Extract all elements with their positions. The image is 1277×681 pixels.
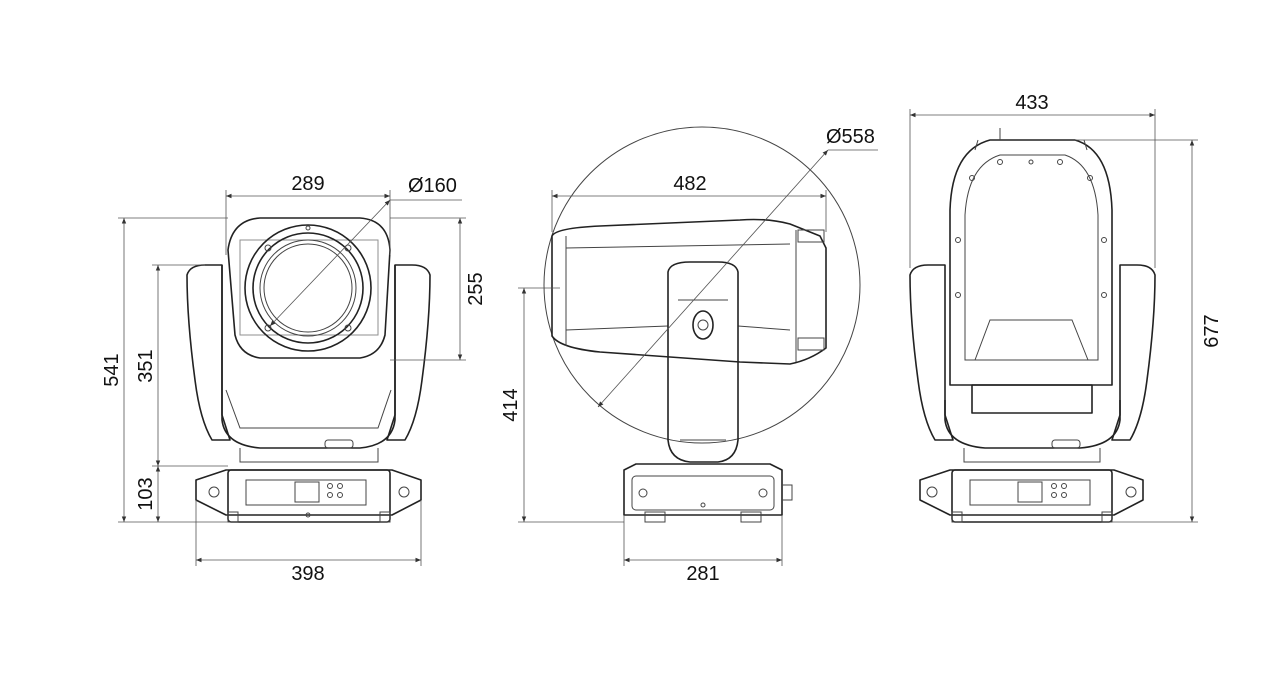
side-yoke-arm [667, 261, 739, 463]
side-pivot-height-label: 414 [500, 388, 522, 421]
front-base-width-label: 398 [291, 563, 324, 585]
front-base-height-label: 103 [135, 477, 157, 510]
side-head [551, 218, 827, 365]
rear-view: 433 677 [909, 92, 1223, 523]
front-view: 289 Ø160 255 541 351 103 398 [101, 173, 487, 585]
front-dimensions [118, 190, 466, 566]
rear-yoke [909, 264, 1156, 463]
side-swing-circle [543, 126, 861, 444]
front-head [227, 217, 391, 359]
rear-vent-grill [971, 384, 1093, 414]
rear-dimensions [909, 109, 1198, 523]
rear-width-label: 433 [1015, 92, 1048, 114]
front-head-height-label: 255 [465, 272, 487, 305]
side-base-depth-label: 281 [686, 563, 719, 585]
side-view: 482 Ø558 414 281 [500, 126, 878, 585]
side-swing-diameter-label: Ø558 [826, 126, 875, 148]
front-base [195, 469, 422, 523]
rear-base [919, 469, 1144, 523]
front-yoke [186, 264, 431, 463]
side-dimensions [518, 149, 878, 566]
front-total-height-label: 541 [101, 353, 123, 386]
front-arm-height-label: 351 [135, 349, 157, 382]
rear-head [949, 128, 1113, 386]
side-base [623, 463, 793, 523]
rear-height-label: 677 [1201, 314, 1223, 347]
front-lens-diameter-label: Ø160 [408, 175, 457, 197]
front-head-width-label: 289 [291, 173, 324, 195]
side-head-length-label: 482 [673, 173, 706, 195]
